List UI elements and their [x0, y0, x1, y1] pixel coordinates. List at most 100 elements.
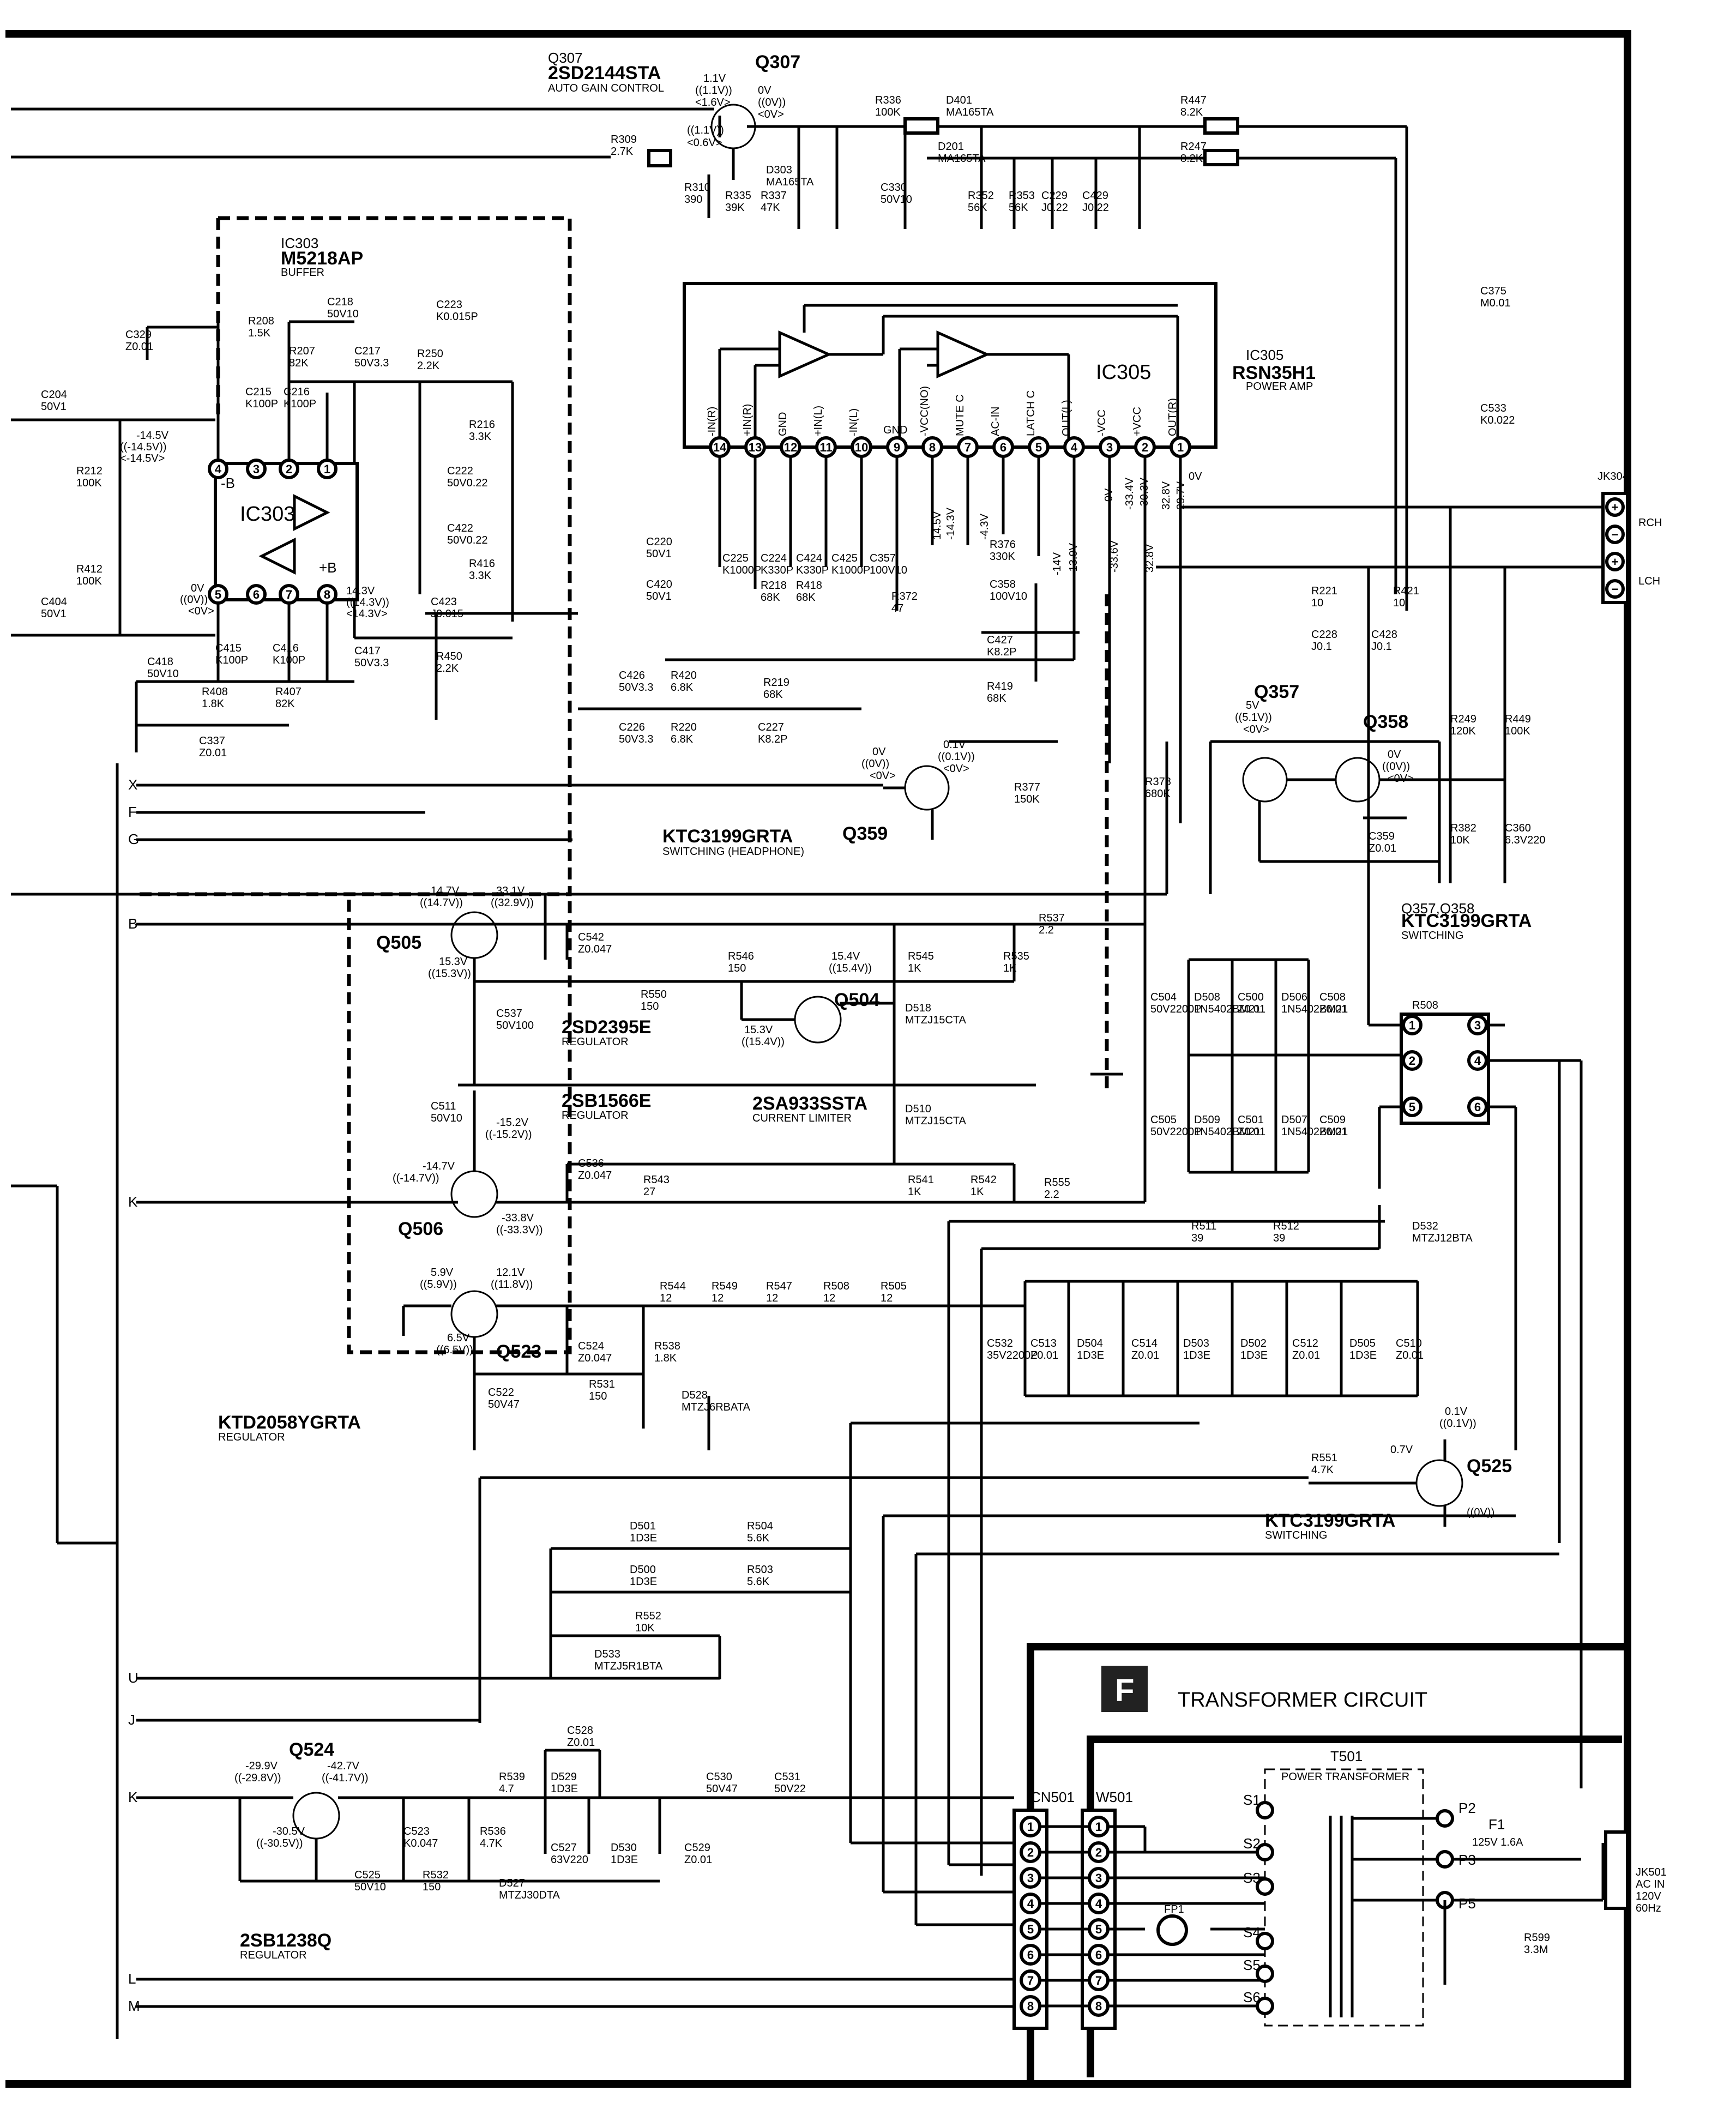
component-ref: R543 — [643, 1174, 670, 1186]
component-value: 50V3.3 — [354, 357, 389, 369]
svg-text:-VCC: -VCC — [1096, 409, 1108, 436]
svg-text:4: 4 — [1474, 1054, 1481, 1068]
component-ref: C427 — [987, 634, 1013, 646]
q523-v3: 12.1V — [496, 1267, 525, 1279]
component-value: 1.5K — [248, 327, 271, 339]
component-labels: R3092.7KR310390D303MA165TAR33539KR33747K… — [41, 94, 1546, 1901]
component-ref: R537 — [1039, 912, 1065, 924]
ic303-pin8-v1: 14.3V — [346, 585, 375, 597]
bus-m: M — [128, 1998, 140, 2014]
svg-text:8: 8 — [324, 588, 330, 601]
component-ref: C529 — [684, 1842, 710, 1854]
component-value: 3.3K — [469, 570, 492, 582]
ic305-part: RSN35H1 — [1232, 363, 1316, 383]
q524-v1: -29.9V — [245, 1760, 278, 1772]
component-ref: C525 — [354, 1869, 381, 1881]
svg-text:14: 14 — [713, 441, 727, 454]
q506-ref: Q506 — [398, 1219, 443, 1239]
q307-v-b3: <1.6V> — [695, 97, 731, 109]
component-ref: C424 — [796, 552, 822, 564]
component-value: 100V10 — [990, 590, 1027, 602]
q358-v1: 0V — [1388, 749, 1401, 761]
component-value: 68K — [763, 689, 783, 701]
q504-part: 2SA933SSTA — [752, 1093, 867, 1114]
svg-text:29.7V: 29.7V — [1175, 481, 1187, 510]
component-ref: R377 — [1014, 781, 1040, 793]
svg-text:-30.3V: -30.3V — [1138, 477, 1150, 510]
component-value: 10 — [1311, 597, 1323, 609]
q505-ref: Q505 — [376, 932, 421, 953]
component-value: Z0.047 — [578, 1170, 612, 1182]
q506-v2: ((-14.7V)) — [393, 1172, 439, 1184]
q523-func: REGULATOR — [218, 1431, 285, 1443]
q504-func: CURRENT LIMITER — [752, 1112, 852, 1124]
r599-ref: R599 — [1524, 1932, 1550, 1944]
ic305-opamp-l — [936, 330, 991, 378]
component-ref: R309 — [611, 134, 637, 146]
t501-tap-p3: P3 — [1458, 1852, 1476, 1868]
component-value: 12 — [660, 1292, 672, 1304]
svg-text:MUTE C: MUTE C — [954, 394, 966, 436]
svg-text:OUT(R): OUT(R) — [1167, 398, 1179, 436]
component-ref: C226 — [619, 721, 645, 733]
svg-text:GND: GND — [777, 412, 789, 436]
component-value: K1000P — [831, 564, 870, 576]
svg-text:32.8V: 32.8V — [1144, 544, 1156, 573]
component-value: 8.2K — [1180, 153, 1203, 165]
component-value: Z0.01 — [684, 1854, 712, 1866]
q359-v2: ((0V)) — [861, 758, 889, 770]
svg-text:6: 6 — [1095, 1948, 1102, 1962]
q307-func: AUTO GAIN CONTROL — [548, 82, 664, 94]
component-value: 4.7 — [499, 1783, 514, 1795]
svg-text:1: 1 — [1409, 1019, 1415, 1032]
svg-text:2: 2 — [286, 462, 292, 476]
component-ref: C227 — [758, 721, 784, 733]
component-ref: C425 — [831, 552, 858, 564]
ic305-pin-wiring — [578, 456, 1614, 894]
component-ref: C500 — [1238, 991, 1264, 1003]
component-ref: C522 — [488, 1387, 514, 1399]
ic305-ref: IC305 — [1246, 347, 1283, 363]
jk304-pins: + − + − — [1605, 497, 1625, 599]
q524-v2: ((-29.8V)) — [234, 1772, 281, 1784]
bus-g: G — [128, 831, 139, 847]
component-ref: R352 — [968, 190, 994, 202]
component-value: 50V10 — [327, 308, 359, 320]
component-value: J0.1 — [1311, 641, 1332, 653]
component-value: K1000P — [722, 564, 761, 576]
q359-v6: <0V> — [943, 763, 969, 775]
t501-desc: POWER TRANSFORMER — [1281, 1771, 1409, 1783]
component-ref: R212 — [76, 465, 103, 477]
component-value: 150 — [423, 1881, 441, 1893]
q357-v1: 5V — [1246, 700, 1259, 712]
t501-tap-p5: P5 — [1458, 1895, 1476, 1912]
component-value: 12 — [823, 1292, 835, 1304]
q525-part: KTC3199GRTA — [1265, 1510, 1395, 1531]
q358-v2: ((0V)) — [1382, 761, 1410, 773]
t501-tap-s4: S4 — [1243, 1924, 1261, 1941]
ic303-opamp-b — [258, 537, 296, 575]
q504-ref: Q504 — [834, 990, 879, 1010]
q359-part: KTC3199GRTA — [662, 826, 793, 847]
jk501-body — [1604, 1830, 1629, 1910]
q524-v5: -30.5V — [273, 1825, 305, 1837]
svg-text:1: 1 — [324, 462, 330, 476]
component-ref: C532 — [987, 1337, 1013, 1349]
q504-v2: ((15.4V)) — [829, 962, 872, 974]
component-value: 330K — [990, 551, 1015, 563]
ic303-pin5-v2: ((0V)) — [180, 594, 208, 606]
q357-358-ref: Q357,Q358 — [1401, 900, 1474, 917]
component-ref: C528 — [567, 1725, 593, 1737]
q357-v3: <0V> — [1243, 724, 1269, 736]
svg-text:-IN(R): -IN(R) — [706, 407, 718, 436]
component-ref: C533 — [1480, 402, 1506, 414]
svg-text:5: 5 — [1409, 1100, 1415, 1114]
component-value: 150 — [589, 1390, 607, 1402]
component-value: 150K — [1014, 793, 1040, 805]
component-value: 6.8K — [671, 733, 694, 745]
svg-text:3: 3 — [1106, 441, 1113, 454]
q359-symbol — [904, 765, 950, 811]
component-value: 4.7K — [1311, 1464, 1334, 1476]
svg-text:2: 2 — [1409, 1054, 1415, 1068]
component-value: 2.2 — [1044, 1189, 1059, 1201]
